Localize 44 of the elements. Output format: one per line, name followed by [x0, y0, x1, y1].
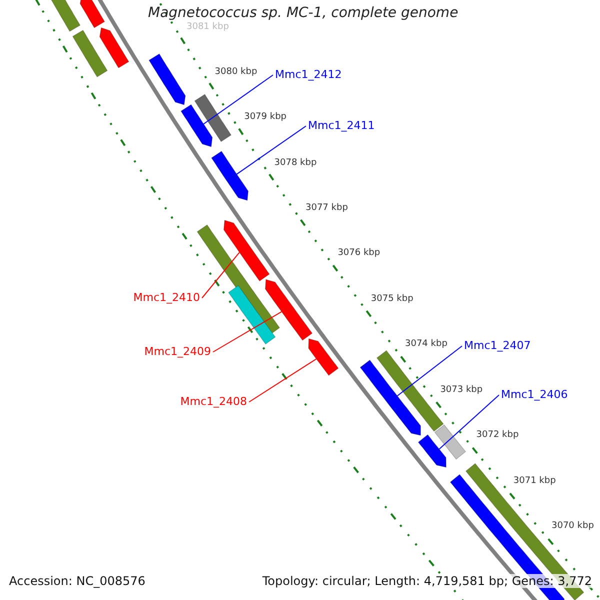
leader-line	[236, 126, 306, 175]
map-title: Magnetococcus sp. MC-1, complete genome	[148, 5, 458, 22]
gene-segment	[211, 150, 248, 201]
leader-line	[438, 394, 500, 450]
gene-segment	[224, 220, 270, 282]
gene-segment	[418, 434, 446, 468]
gene-label: Mmc1_2406	[501, 388, 568, 402]
gene-segment	[360, 360, 421, 436]
leader-line	[202, 252, 240, 298]
gene-segment	[99, 27, 130, 68]
gene-label: Mmc1_2412	[275, 68, 342, 82]
gene-bar	[434, 424, 466, 460]
scale-label: 3073 kbp	[440, 384, 483, 396]
accession-text: Accession: NC_008576	[9, 574, 146, 588]
gene-segment	[308, 338, 339, 376]
scale-label: 3072 kbp	[476, 430, 519, 442]
scale-label: 3080 kbp	[214, 67, 258, 78]
scale-label: 3078 kbp	[274, 158, 317, 168]
scale-label: 3081 kbp	[186, 22, 229, 32]
gene-label: Mmc1_2411	[308, 119, 375, 132]
scale-label: 3071 kbp	[513, 476, 556, 487]
gene-label: Mmc1_2408	[180, 395, 247, 408]
gene-bar	[72, 30, 108, 78]
gene-bar	[48, 0, 80, 32]
gene-bar	[228, 285, 276, 344]
leader-line	[203, 74, 274, 124]
scale-label: 3074 kbp	[405, 339, 448, 350]
scale-label: 3070 kbp	[552, 521, 594, 532]
scale-label: 3079 kbp	[244, 112, 286, 124]
gene-label: Mmc1_2410	[133, 291, 200, 304]
gene-segment	[265, 279, 312, 341]
gene-segment	[180, 104, 213, 148]
leader-line	[248, 358, 317, 402]
leader-line	[212, 311, 282, 352]
gene-label: Mmc1_2407	[464, 339, 531, 352]
scale-label: 3076 kbp	[338, 248, 380, 260]
scale-label: 3077 kbp	[306, 203, 348, 214]
leader-line	[396, 346, 462, 396]
genome-stats-text: Topology: circular; Length: 4,719,581 bp; Genes: 3,772	[262, 574, 592, 588]
gene-segment	[80, 0, 105, 28]
scale-label: 3075 kbp	[370, 294, 414, 305]
gene-segment	[148, 53, 186, 106]
gene-label: Mmc1_2409	[144, 345, 211, 358]
gene-bar	[194, 94, 232, 142]
